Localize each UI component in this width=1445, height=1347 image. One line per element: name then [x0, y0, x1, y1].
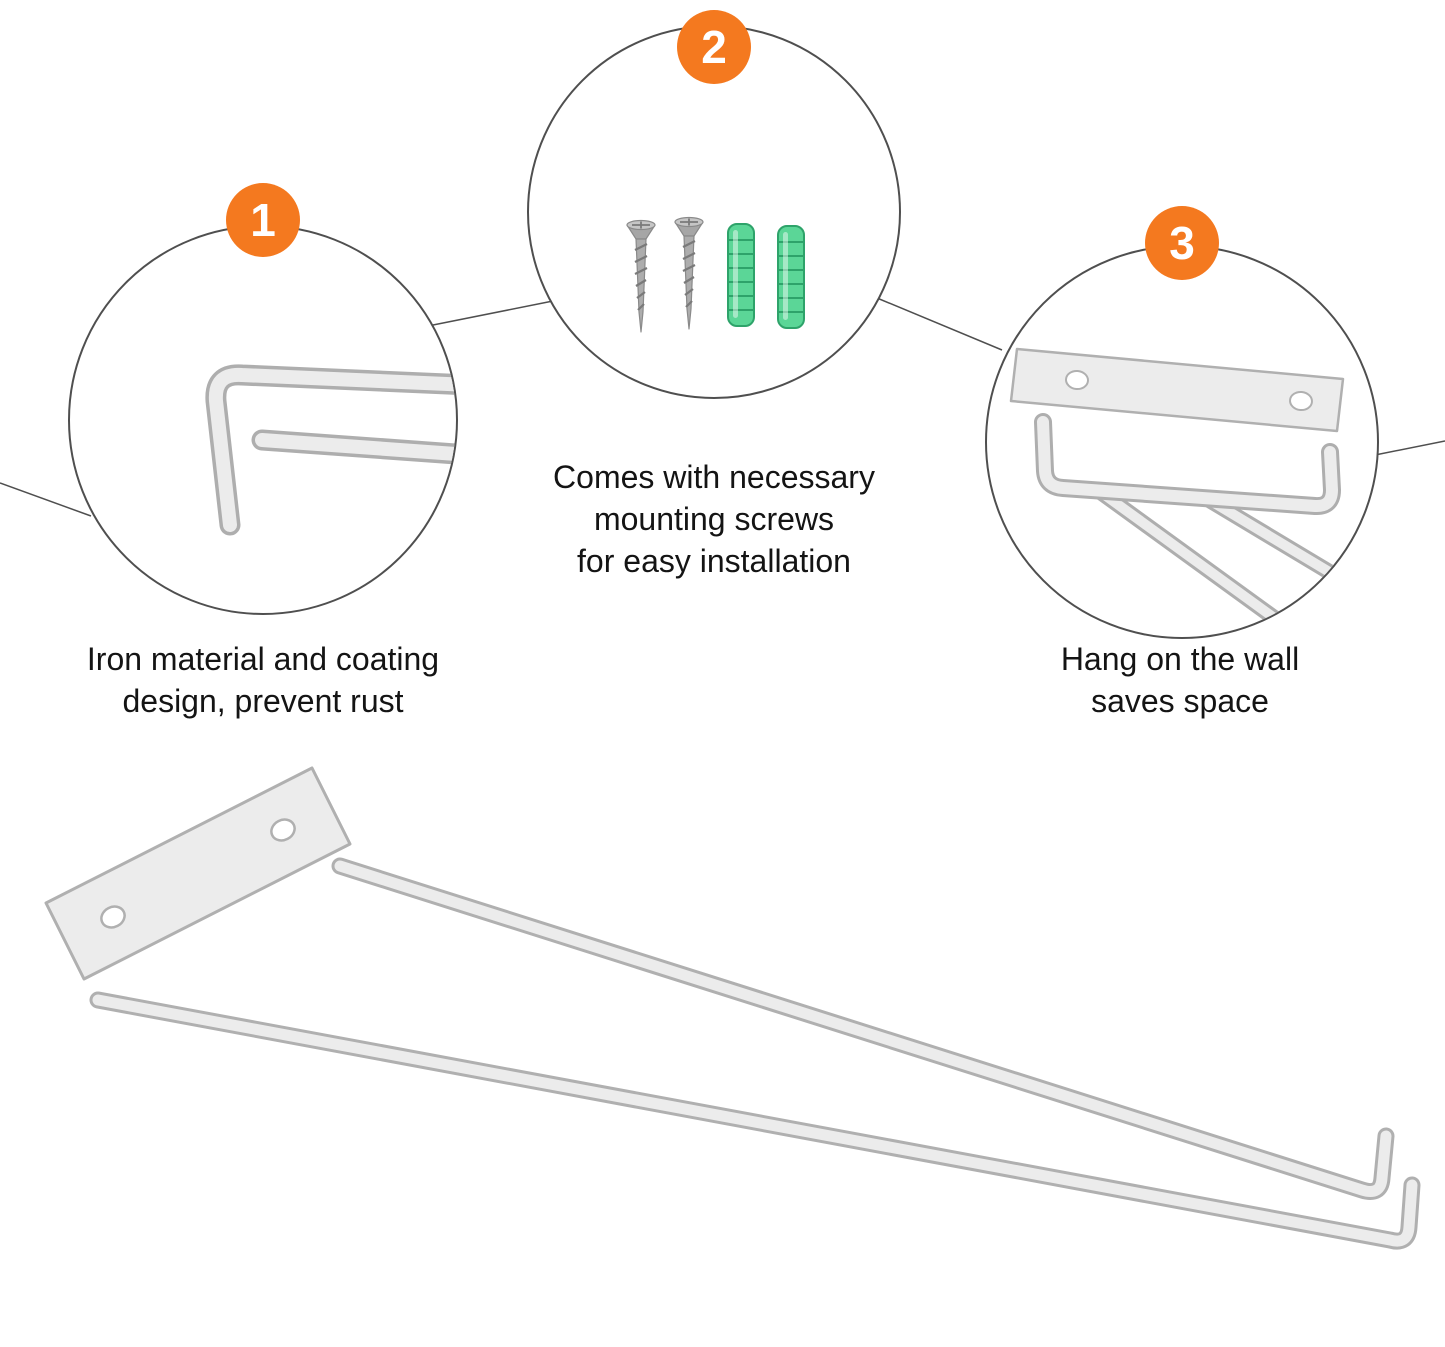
caption-line: Iron material and coating	[86, 641, 440, 677]
screw-hole	[270, 818, 296, 842]
callout-leader-lines	[0, 297, 1445, 517]
mounting-screws-illustration	[626, 216, 805, 333]
caption-mounting-screws: Comes with necessary mounting screws for…	[449, 456, 979, 582]
caption-iron-material: Iron material and coating design, preven…	[18, 638, 508, 722]
screw-icon	[626, 219, 656, 333]
wall-bracket-illustration	[1009, 347, 1377, 637]
caption-line: mounting screws	[593, 501, 835, 537]
callout-number-badge-3: 3	[1145, 206, 1219, 280]
badge-number: 2	[701, 21, 727, 73]
badge-number: 1	[250, 194, 276, 246]
callout-circle-3	[985, 245, 1379, 639]
wall-anchor-icon	[727, 223, 755, 327]
badge-number: 3	[1169, 217, 1195, 269]
rail-end-closeup-illustration	[205, 364, 456, 536]
callout-circle-2	[527, 25, 901, 399]
wall-anchor-icon	[777, 225, 805, 329]
screw-hole	[1289, 390, 1313, 412]
caption-line: saves space	[1091, 683, 1269, 719]
callout-number-badge-1: 1	[226, 183, 300, 257]
caption-line: design, prevent rust	[122, 683, 404, 719]
screw-hole	[1065, 369, 1089, 391]
callout-circle-1	[68, 225, 458, 615]
caption-hang-on-wall: Hang on the wall saves space	[930, 638, 1430, 722]
caption-line: for easy installation	[577, 543, 851, 579]
caption-line: Hang on the wall	[1060, 641, 1300, 677]
screw-hole	[100, 905, 126, 929]
screw-icon	[674, 216, 704, 330]
wire-rails	[89, 857, 1421, 1250]
caption-line: Comes with necessary	[553, 459, 875, 495]
mounting-plate	[44, 766, 352, 981]
callout-number-badge-2: 2	[677, 10, 751, 84]
